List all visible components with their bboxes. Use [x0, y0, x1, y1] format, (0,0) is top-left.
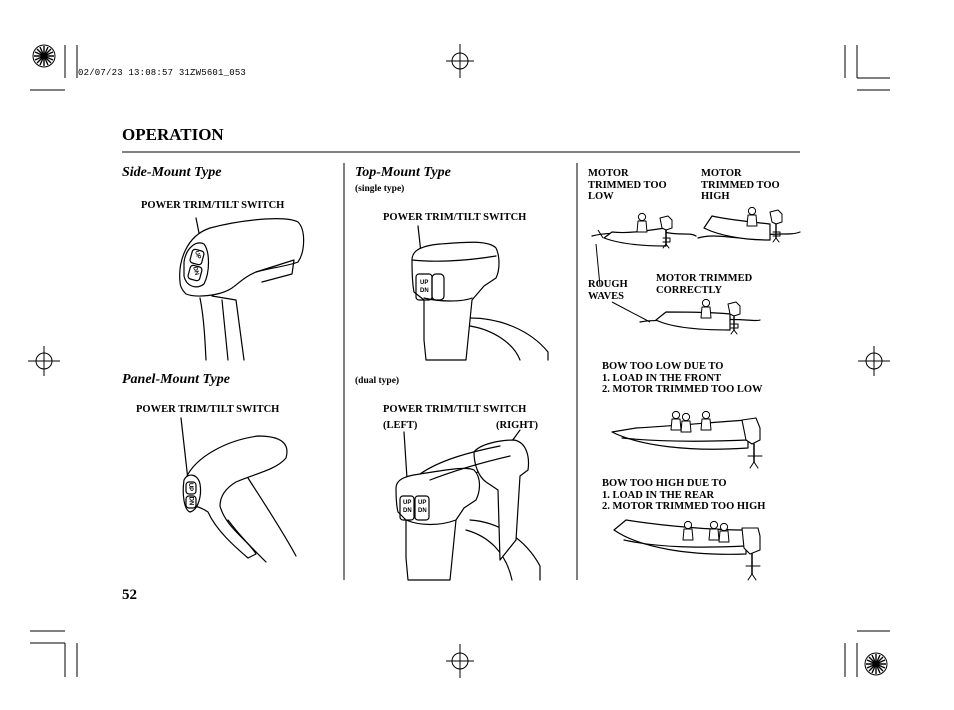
- trim-correct-label: MOTOR TRIMMED CORRECTLY: [656, 273, 752, 296]
- bow-low-line1: BOW TOO LOW DUE TO: [602, 361, 724, 372]
- bow-low-label: BOW TOO LOW DUE TO 1. LOAD IN THE FRONT …: [602, 361, 763, 396]
- trim-low-line1: MOTOR: [588, 168, 629, 179]
- dual-switch-label: POWER TRIM/TILT SWITCH: [383, 404, 527, 415]
- trim-high-label: MOTOR TRIMMED TOO HIGH: [701, 168, 780, 203]
- trim-low-line2: TRIMMED TOO: [588, 179, 667, 191]
- boat-bow-high: [613, 519, 761, 581]
- panel-mount-switch-label: POWER TRIM/TILT SWITCH: [136, 404, 280, 415]
- bow-high-line2: 1. LOAD IN THE REAR: [602, 489, 715, 501]
- boat-trim-low: [591, 212, 697, 249]
- boat-bow-low: [611, 410, 763, 469]
- trim-low-label: MOTOR TRIMMED TOO LOW: [588, 168, 667, 203]
- rough-line1: ROUGH: [588, 279, 628, 290]
- trim-low-line3: LOW: [588, 191, 614, 202]
- top-mount-heading: Top-Mount Type: [355, 165, 451, 180]
- bow-low-line3: 2. MOTOR TRIMMED TOO LOW: [602, 384, 763, 395]
- dual-right-up-button: UP: [418, 500, 427, 506]
- bow-high-line3: 2. MOTOR TRIMMED TOO HIGH: [602, 501, 766, 512]
- boat-trim-high: [697, 206, 801, 243]
- rough-waves-label: ROUGH WAVES: [588, 279, 628, 302]
- section-title: OPERATION: [122, 125, 224, 144]
- trim-high-line2: TRIMMED TOO: [701, 179, 780, 191]
- dual-left-dn-button: DN: [403, 508, 412, 514]
- panel-mount-heading: Panel-Mount Type: [122, 372, 230, 387]
- page-number: 52: [122, 587, 137, 603]
- bow-low-line2: 1. LOAD IN THE FRONT: [602, 372, 722, 384]
- correct-line2: CORRECTLY: [656, 284, 723, 296]
- dual-left-label: (LEFT): [383, 420, 418, 431]
- trim-high-line3: HIGH: [701, 191, 730, 202]
- single-switch-label: POWER TRIM/TILT SWITCH: [383, 212, 527, 223]
- starburst-mark-bottom-right: [864, 652, 888, 676]
- bow-high-line1: BOW TOO HIGH DUE TO: [602, 478, 727, 489]
- rough-line2: WAVES: [588, 290, 624, 302]
- dual-type-caption: (dual type): [355, 376, 400, 386]
- correct-line1: MOTOR TRIMMED: [656, 273, 753, 284]
- dual-right-dn-button: DN: [418, 508, 427, 514]
- single-up-button: UP: [420, 280, 429, 286]
- starburst-mark-top-left: [32, 44, 56, 68]
- side-mount-switch-label: POWER TRIM/TILT SWITCH: [141, 200, 285, 211]
- print-stamp: 02/07/23 13:08:57 31ZW5601_053: [78, 68, 247, 78]
- dual-left-up-button: UP: [403, 500, 412, 506]
- boat-trim-correct: [639, 298, 761, 335]
- side-mount-heading: Side-Mount Type: [122, 165, 222, 180]
- dual-right-label: (RIGHT): [496, 420, 538, 431]
- bow-high-label: BOW TOO HIGH DUE TO 1. LOAD IN THE REAR …: [602, 478, 765, 513]
- single-dn-button: DN: [420, 288, 429, 294]
- trim-high-line1: MOTOR: [701, 168, 742, 179]
- single-type-caption: (single type): [355, 184, 405, 194]
